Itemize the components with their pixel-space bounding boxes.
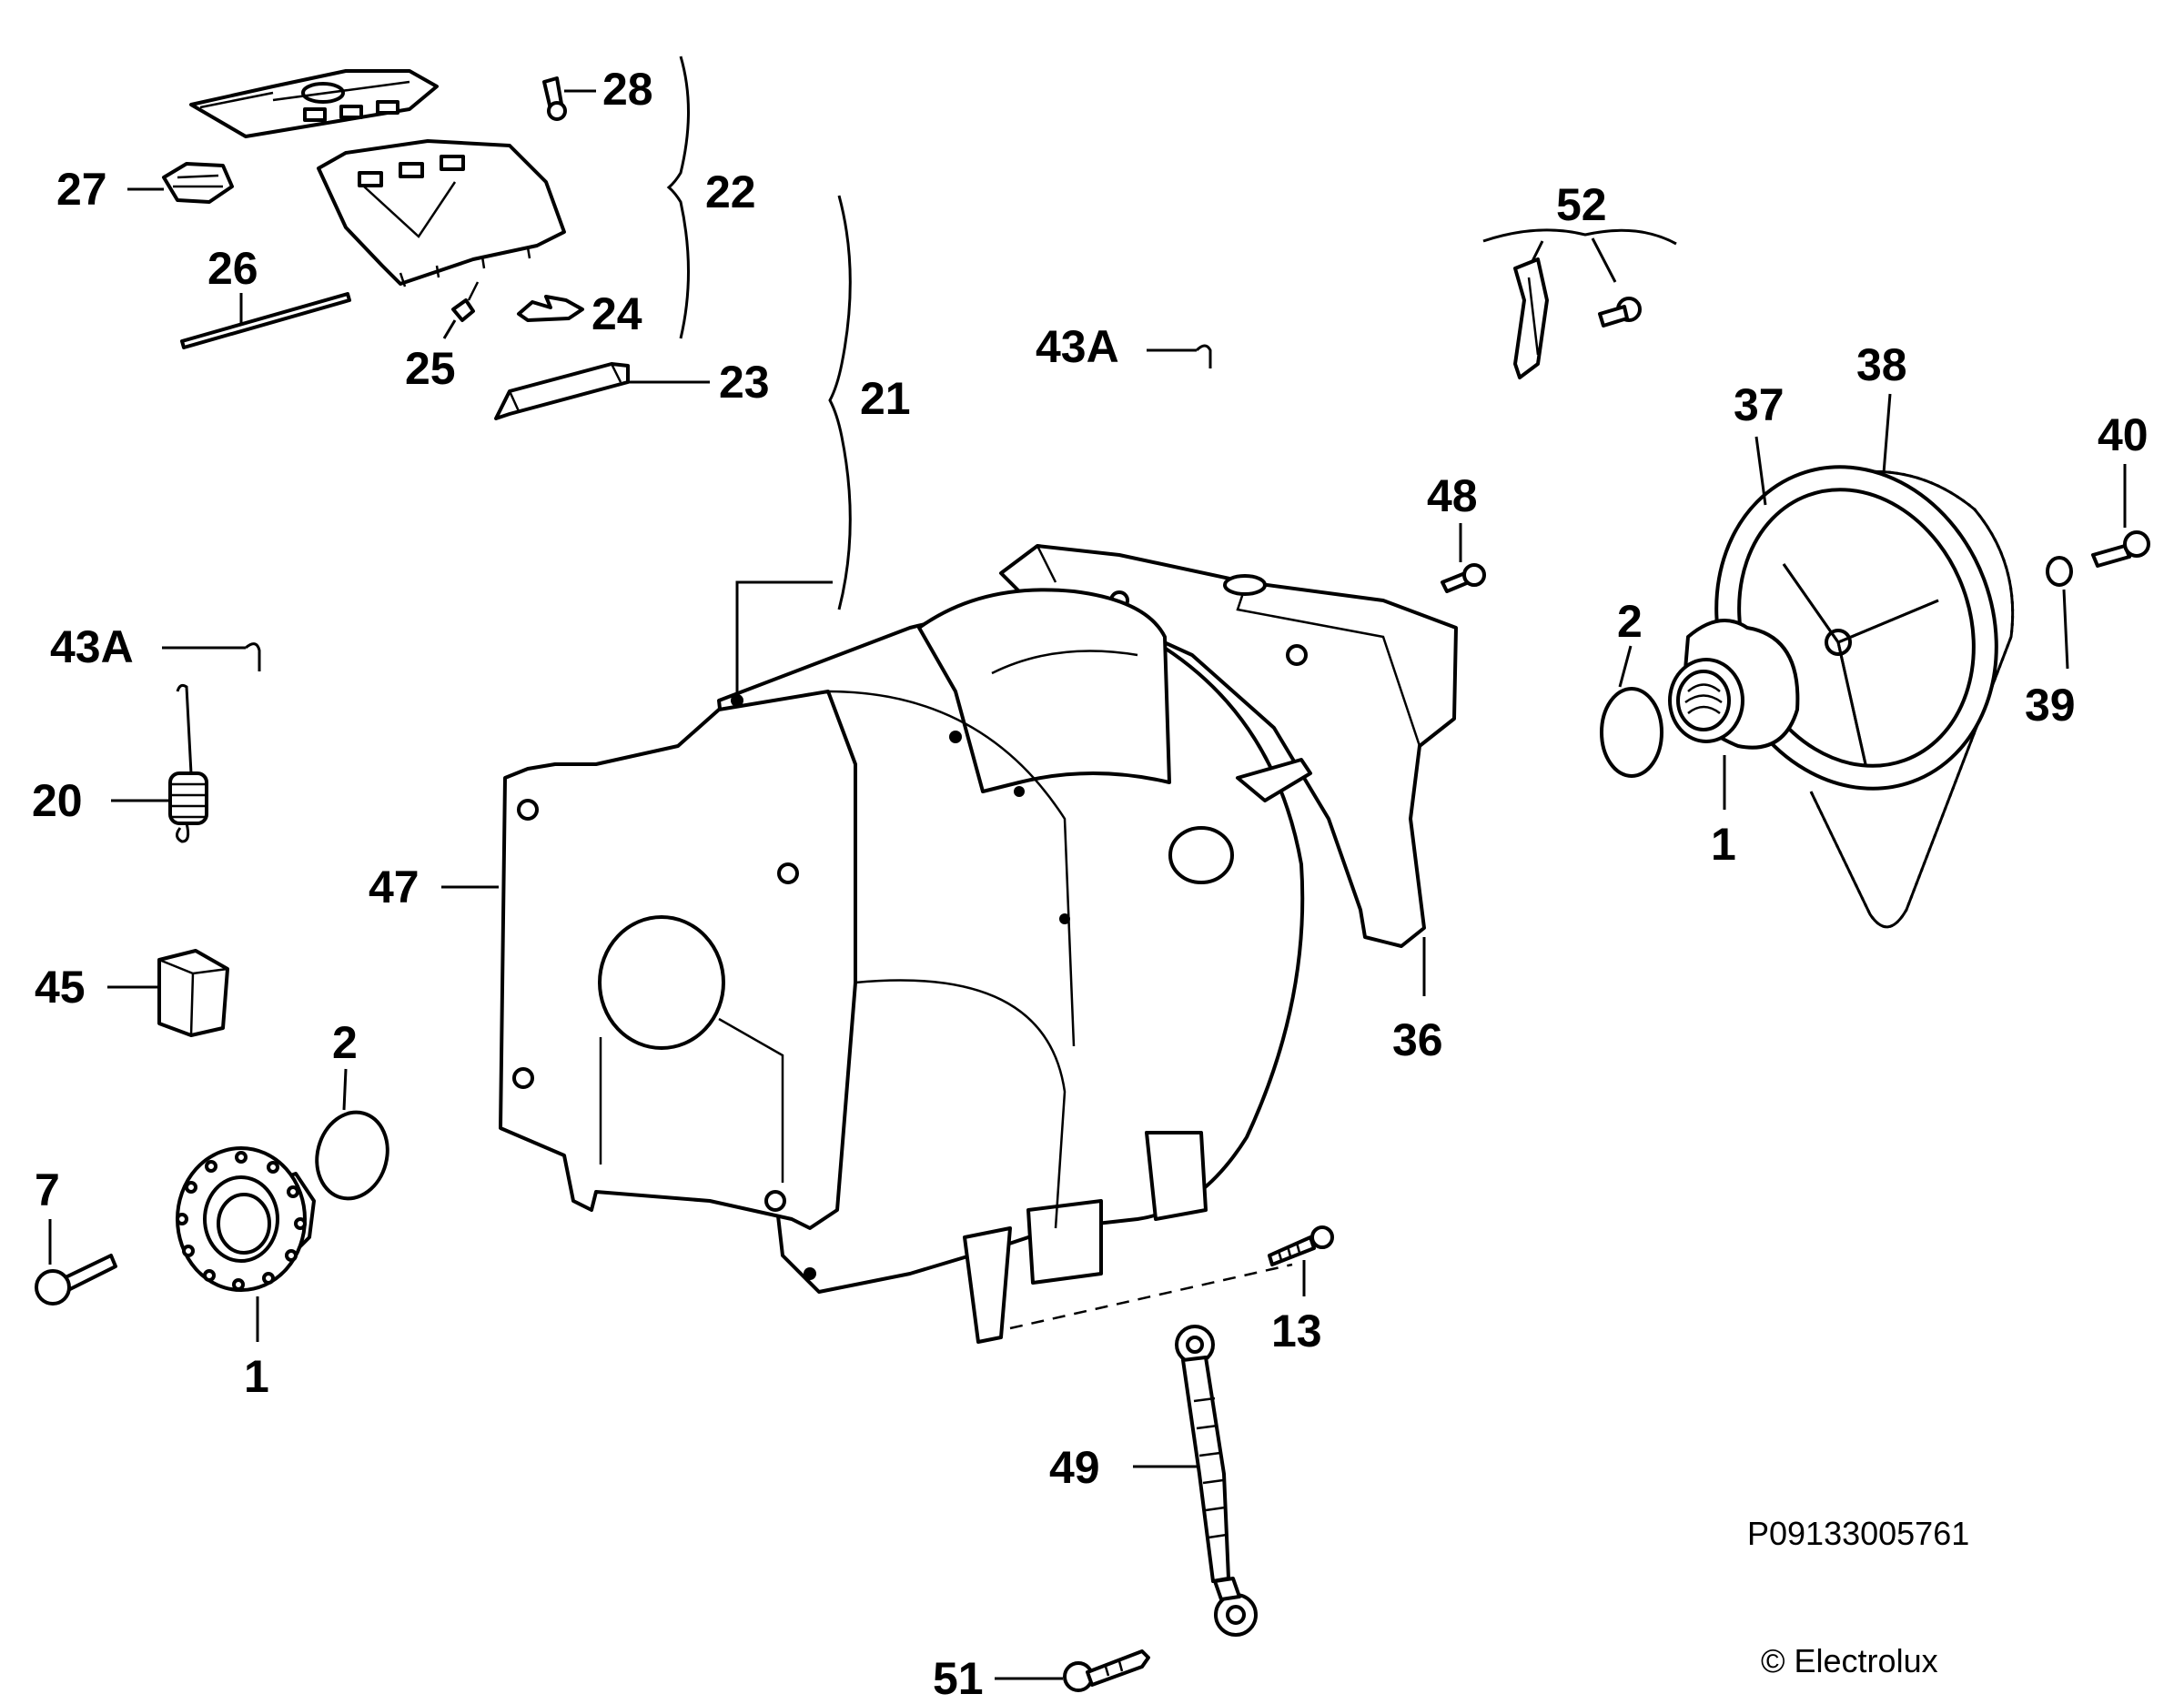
part-13-guide-line — [1009, 1263, 1293, 1330]
leader-37 — [1754, 436, 1767, 506]
label-45: 45 — [35, 962, 86, 1013]
label-13: 13 — [1271, 1306, 1322, 1356]
label-2-left: 2 — [332, 1017, 358, 1068]
part-25-clip: 25 — [405, 281, 480, 394]
label-48: 48 — [1427, 470, 1478, 521]
part-1-flange-left: 1 — [176, 1146, 316, 1402]
part-52-hinge-set: 52 — [1482, 179, 1677, 379]
part-7-bolt: 7 — [35, 1165, 117, 1306]
copyright: © Electrolux — [1761, 1642, 1938, 1679]
label-25: 25 — [405, 343, 456, 394]
part-1-hub-right: 1 — [1668, 619, 1800, 870]
diagram-code: P09133005761 — [1747, 1515, 1969, 1552]
part-39-washer: 39 — [2025, 556, 2076, 731]
part-2-oring-left: 2 — [315, 1017, 389, 1201]
label-21: 21 — [860, 373, 911, 424]
label-1-right: 1 — [1711, 819, 1736, 870]
part-45-pad: 45 — [35, 949, 229, 1037]
part-21-brace: 21 — [735, 195, 911, 701]
part-26-rod: 26 — [180, 243, 351, 349]
label-28: 28 — [602, 64, 653, 115]
part-28-screw: 28 — [542, 64, 653, 121]
part-20-spring: 20 — [32, 683, 208, 843]
part-38-drive-belt — [1809, 469, 2015, 929]
label-23: 23 — [719, 357, 770, 408]
label-20: 20 — [32, 775, 83, 826]
label-22: 22 — [705, 166, 756, 217]
part-22-brace: 22 — [666, 55, 756, 339]
label-37: 37 — [1734, 379, 1785, 430]
label-40: 40 — [2098, 409, 2149, 460]
label-7: 7 — [35, 1165, 60, 1215]
label-43a-left: 43A — [50, 621, 134, 672]
label-2-right: 2 — [1617, 596, 1643, 647]
label-52: 52 — [1556, 179, 1607, 230]
label-51: 51 — [933, 1653, 984, 1704]
part-48-screw: 48 — [1427, 470, 1486, 593]
part-13-screw: 13 — [1268, 1225, 1334, 1356]
label-24: 24 — [592, 288, 642, 339]
part-23-channel: 23 — [494, 357, 770, 420]
label-36: 36 — [1392, 1014, 1443, 1065]
label-38: 38 — [1856, 339, 1907, 390]
part-47-tub-body: 47 — [369, 588, 1312, 1344]
part-24-clip: 24 — [517, 288, 642, 339]
part-40-bolt: 40 — [2091, 409, 2150, 568]
label-27: 27 — [56, 164, 107, 215]
leader-38 — [1882, 393, 1892, 474]
part-43a-hook-top: 43A — [1036, 321, 1212, 372]
part-22-cover-assembly — [189, 69, 566, 287]
label-39: 39 — [2025, 680, 2076, 731]
part-27-clip: 27 — [56, 162, 234, 215]
label-26: 26 — [207, 243, 258, 294]
label-49: 49 — [1049, 1442, 1100, 1493]
part-2-oring-right: 2 — [1600, 596, 1663, 778]
label-1-left: 1 — [244, 1351, 269, 1402]
label-43a-top: 43A — [1036, 321, 1119, 372]
part-43a-hook-left: 43A — [50, 621, 261, 672]
part-49-shock-absorber: 49 — [1049, 1325, 1258, 1637]
part-51-pin: 51 — [933, 1649, 1150, 1704]
label-47: 47 — [369, 862, 420, 912]
flange-bolt-holes — [176, 1151, 307, 1291]
